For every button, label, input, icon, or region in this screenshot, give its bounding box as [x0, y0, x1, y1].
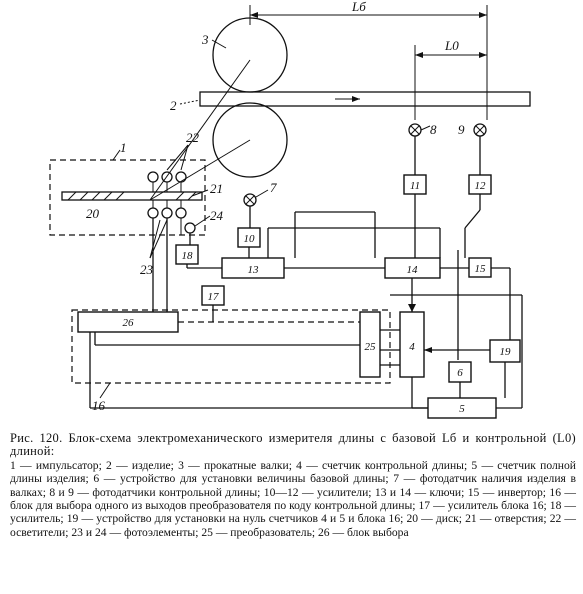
label-b4: 4 — [409, 341, 415, 353]
workpiece — [199, 91, 531, 107]
control-length-dimension: L0 — [414, 38, 487, 120]
figure-caption: Рис. 120. Блок-схема электромеханическог… — [10, 431, 576, 539]
label-12: 12 — [475, 180, 487, 192]
label-20: 20 — [86, 206, 100, 221]
photosensor-9: 9 — [458, 122, 487, 175]
label-14: 14 — [407, 264, 419, 276]
label-13: 13 — [248, 264, 260, 276]
photosensor-8: 8 — [408, 122, 437, 175]
label-10: 10 — [244, 233, 256, 245]
photoelements-23: 23 — [140, 200, 187, 277]
label-3: 3 — [201, 32, 209, 47]
label-b6: 6 — [457, 367, 463, 379]
label-9: 9 — [458, 122, 465, 137]
label-2: 2 — [170, 98, 177, 113]
label-24: 24 — [210, 208, 224, 223]
label-21: 21 — [210, 181, 223, 196]
label-19: 19 — [500, 346, 512, 358]
block-diagram: Lб L0 3 2 8 9 7 11 12 1 — [49, 0, 531, 419]
label-22: 22 — [186, 130, 200, 145]
label-15: 15 — [475, 263, 487, 275]
label-17: 17 — [208, 291, 220, 303]
label-L0: L0 — [444, 38, 459, 53]
label-23: 23 — [140, 262, 154, 277]
label-8: 8 — [430, 122, 437, 137]
caption-legend: 1 — импульсатор; 2 — изделие; 3 — прокат… — [10, 458, 576, 539]
photoelement-24: 24 — [184, 208, 224, 234]
label-b5: 5 — [459, 403, 465, 415]
hatching — [67, 191, 197, 201]
label-7: 7 — [270, 180, 277, 195]
pulse-generator-1 — [49, 159, 206, 236]
label-Lb: Lб — [351, 0, 366, 14]
caption-title: Рис. 120. Блок-схема электромеханическог… — [10, 431, 576, 459]
label-1: 1 — [120, 140, 127, 155]
label-16: 16 — [92, 398, 106, 413]
illuminators-22: 22 — [147, 130, 200, 192]
label-25: 25 — [365, 341, 377, 353]
label-11: 11 — [410, 180, 420, 192]
label-18: 18 — [182, 250, 194, 262]
disc-20 — [61, 191, 203, 201]
selector-block-16 — [71, 309, 391, 384]
label-26: 26 — [123, 317, 135, 329]
photosensor-7: 7 — [243, 180, 277, 228]
base-length-dimension: Lб — [249, 0, 488, 120]
rolling-rolls — [212, 17, 288, 178]
